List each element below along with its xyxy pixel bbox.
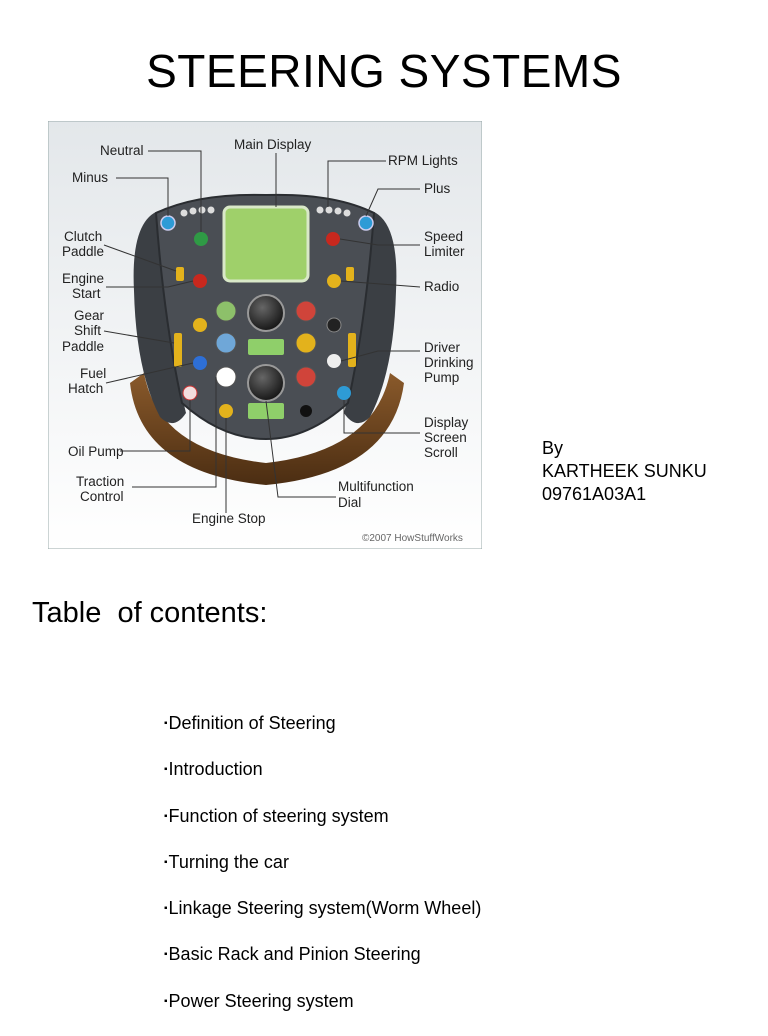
small-display-lower: [248, 403, 284, 419]
label-gear-shift-3: Paddle: [62, 339, 104, 354]
label-speed-limiter-2: Limiter: [424, 244, 465, 259]
label-driver-pump-3: Pump: [424, 370, 459, 385]
gear-button: [193, 318, 207, 332]
image-credit: ©2007 HowStuffWorks: [362, 533, 463, 544]
label-traction-control-2: Control: [80, 489, 124, 504]
label-engine-start-2: Start: [72, 286, 101, 301]
label-traction-control-1: Traction: [76, 474, 124, 489]
clutch-paddle-right: [346, 267, 354, 281]
rotary-selector-blue: [215, 332, 237, 354]
label-minus: Minus: [72, 170, 108, 185]
leader-lines: [103, 150, 421, 513]
bullet-icon: ▪: [164, 995, 168, 1007]
bullet-icon: ▪: [164, 903, 168, 915]
bo-button: [326, 317, 342, 333]
fuel-hatch-button: [193, 356, 207, 370]
steering-wheel-diagram: Neutral Main Display RPM Lights Minus Pl…: [48, 121, 482, 549]
label-engine-stop: Engine Stop: [192, 511, 266, 526]
clutch-paddle-left: [176, 267, 184, 281]
label-radio: Radio: [424, 279, 459, 294]
label-multifunction-2: Dial: [338, 495, 361, 510]
radio-button: [327, 274, 341, 288]
label-display-scroll-3: Scroll: [424, 445, 458, 460]
label-neutral: Neutral: [100, 143, 144, 158]
toc-item-label: Introduction: [168, 759, 263, 780]
author-id: 09761A03A1: [542, 484, 647, 504]
toc-item: ▪Definition of Steering: [164, 712, 481, 758]
bullet-icon: ▪: [164, 764, 168, 776]
rotary-selector-yellow: [295, 332, 317, 354]
driver-pump-button: [327, 354, 341, 368]
label-display-scroll-2: Screen: [424, 430, 467, 445]
label-gear-shift-2: Shift: [74, 323, 101, 338]
author-name: KARTHEEK SUNKU: [542, 461, 707, 481]
label-oil-pump: Oil Pump: [68, 444, 124, 459]
label-plus: Plus: [424, 181, 451, 196]
oil-pump-button: [182, 385, 198, 401]
gear-shift-paddle-left: [174, 333, 182, 367]
toc-item: ▪Introduction: [164, 758, 481, 804]
toc-item: ▪Turning the car: [164, 851, 481, 897]
rpm-lights-left: [180, 206, 215, 217]
toc-item: ▪Power Steering system: [164, 990, 481, 1036]
label-engine-start-1: Engine: [62, 271, 104, 286]
black-button: [300, 405, 312, 417]
toc-heading: Table of contents:: [32, 597, 268, 629]
author-block: By KARTHEEK SUNKU 09761A03A1: [542, 437, 707, 506]
speed-limiter-button: [326, 232, 340, 246]
gear-shift-paddle-right: [348, 333, 356, 367]
label-clutch-paddle-1: Clutch: [64, 229, 102, 244]
multifunction-dial-knob: [247, 364, 285, 402]
rotary-selector-green: [215, 300, 237, 322]
rotary-selector-red-lower: [295, 366, 317, 388]
author-by: By: [542, 438, 564, 458]
label-speed-limiter-1: Speed: [424, 229, 463, 244]
bullet-icon: ▪: [164, 718, 168, 729]
engine-stop-button: [219, 404, 233, 418]
toc-item-label: Definition of Steering: [168, 713, 336, 733]
label-clutch-paddle-2: Paddle: [62, 244, 104, 259]
bullet-icon: ▪: [164, 810, 168, 822]
main-display-screen: [222, 205, 310, 283]
toc-item-label: Function of steering system: [168, 805, 389, 826]
toc-list: ▪Definition of Steering ▪Introduction ▪F…: [164, 712, 481, 1036]
toc-item-label: Power Steering system: [168, 990, 354, 1011]
toc-item: ▪Function of steering system: [164, 805, 481, 851]
bullet-icon: ▪: [164, 949, 168, 961]
toc-item-label: Turning the car: [168, 851, 289, 872]
bullet-icon: ▪: [164, 856, 168, 868]
label-gear-shift-1: Gear: [74, 308, 105, 323]
traction-control-selector: [215, 366, 237, 388]
neutral-button: [194, 232, 208, 246]
label-fuel-hatch-1: Fuel: [80, 366, 106, 381]
minus-button: [160, 215, 176, 231]
label-rpm-lights: RPM Lights: [388, 153, 458, 168]
small-display-upper: [248, 339, 284, 355]
slide-title: STEERING SYSTEMS: [146, 45, 622, 97]
label-fuel-hatch-2: Hatch: [68, 381, 103, 396]
label-display-scroll-1: Display: [424, 415, 469, 430]
toc-item-label: Basic Rack and Pinion Steering: [168, 944, 421, 965]
label-driver-pump-1: Driver: [424, 340, 461, 355]
wheel-lower-grip: [130, 373, 404, 485]
display-scroll-button: [337, 386, 351, 400]
rotary-selector-red: [295, 300, 317, 322]
label-driver-pump-2: Drinking: [424, 355, 474, 370]
label-multifunction-1: Multifunction: [338, 479, 414, 494]
upper-rotary-knob: [247, 294, 285, 332]
toc-item: ▪Basic Rack and Pinion Steering: [164, 943, 481, 989]
toc-item: ▪Linkage Steering system(Worm Wheel): [164, 897, 481, 943]
toc-item-label: Linkage Steering system(Worm Wheel): [168, 898, 482, 919]
label-main-display: Main Display: [234, 137, 312, 152]
rpm-lights-right: [316, 206, 351, 217]
plus-button: [358, 215, 374, 231]
engine-start-button: [193, 274, 207, 288]
